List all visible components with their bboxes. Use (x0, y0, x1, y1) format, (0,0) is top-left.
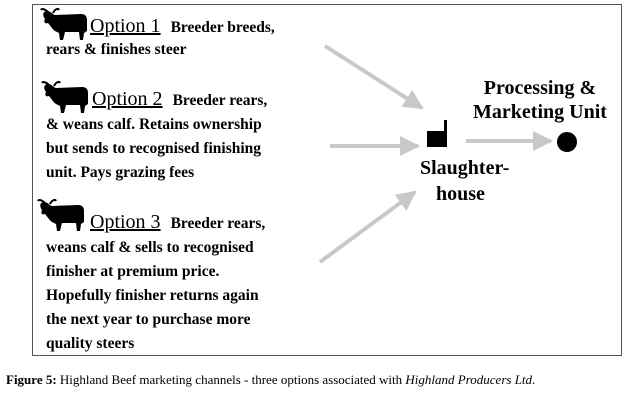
arrow-option3 (318, 190, 417, 264)
option2-heading: Option 2 (92, 88, 163, 110)
slaughterhouse-label: Slaughter- house (420, 155, 530, 207)
option1-heading: Option 1 (90, 15, 161, 37)
slaughterhouse-line2: house (436, 183, 485, 205)
option2-line3: but sends to recognised finishing (46, 140, 262, 157)
highland-bull-icon (40, 8, 87, 40)
option2-header: Option 2 Breeder rears, (92, 87, 324, 113)
caption-end: . (532, 372, 536, 387)
option1-line1: Breeder breeds, (170, 19, 275, 36)
highland-bull-icon (41, 81, 88, 113)
processing-line2: Marketing Unit (473, 101, 607, 123)
option3-header: Option 3 Breeder rears, (90, 210, 320, 236)
caption-label: Figure 5: (6, 372, 57, 387)
option2-description: & weans calf. Retains ownership but send… (46, 113, 326, 185)
option2-line1: Breeder rears, (172, 92, 268, 109)
option3-line1: Breeder rears, (170, 215, 266, 232)
option3-line6: quality steers (46, 335, 135, 352)
slaughterhouse-line1: Slaughter- (420, 157, 510, 179)
processing-line1: Processing & (483, 77, 597, 99)
option3-line4: Hopefully finisher returns again (46, 287, 259, 304)
processing-unit-dot-icon (557, 132, 577, 152)
figure-caption: Figure 5: Highland Beef marketing channe… (6, 372, 634, 388)
option2-line4: unit. Pays grazing fees (46, 164, 195, 181)
diagram-frame (32, 4, 622, 356)
caption-text: Highland Beef marketing channels - three… (59, 372, 403, 387)
option3-description: weans calf & sells to recognised finishe… (46, 236, 326, 356)
option1-header: Option 1 Breeder breeds, (90, 14, 330, 40)
caption-italic: Highland Producers Ltd (405, 372, 533, 387)
arrow-option1 (323, 44, 424, 110)
option2-line2: & weans calf. Retains ownership (46, 116, 262, 133)
option3-heading: Option 3 (90, 211, 161, 233)
option3-line3: finisher at premium price. (46, 263, 220, 280)
slaughterhouse-building-icon (427, 120, 447, 147)
processing-unit-label: Processing & Marketing Unit (460, 76, 620, 124)
highland-bull-icon (37, 199, 84, 231)
option3-line5: the next year to purchase more (46, 311, 251, 328)
option3-line2: weans calf & sells to recognised (46, 239, 254, 256)
option1-line2: rears & finishes steer (46, 41, 187, 58)
